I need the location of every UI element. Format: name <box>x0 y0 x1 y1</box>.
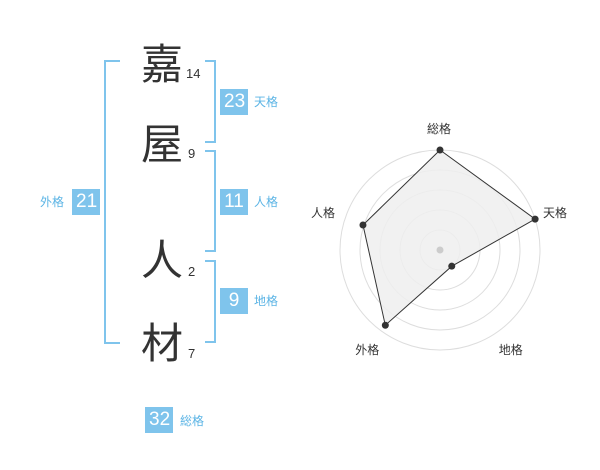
chikaku-bracket <box>205 260 216 343</box>
tenkaku-value: 23 <box>220 89 248 115</box>
stroke-count-4: 7 <box>188 346 196 361</box>
gaikaku-bracket <box>104 60 120 344</box>
radar-polygon <box>362 149 537 327</box>
radar-axis-label: 総格 <box>427 122 452 136</box>
name-char-1: 嘉 <box>141 40 184 89</box>
chikaku-label: 地格 <box>254 294 279 308</box>
radar-point <box>448 262 456 270</box>
stroke-count-3: 2 <box>188 264 196 279</box>
tenkaku-bracket <box>205 60 216 143</box>
name-char-3: 人 <box>141 236 184 285</box>
radar-center-dot <box>436 246 444 254</box>
radar-axis-label: 天格 <box>543 206 568 221</box>
radar-axis-label: 地格 <box>498 342 523 357</box>
gaikaku-label: 外格 <box>40 195 65 209</box>
name-char-4: 材 <box>141 319 184 368</box>
radar-point <box>359 221 367 229</box>
tenkaku-label: 天格 <box>254 95 279 109</box>
radar-point <box>436 146 444 154</box>
soukaku-value: 32 <box>145 407 173 433</box>
radar-axis-label: 外格 <box>355 342 380 357</box>
stroke-count-1: 14 <box>186 66 201 81</box>
radar-point <box>531 215 539 223</box>
soukaku-label: 総格 <box>180 414 205 428</box>
jinkaku-bracket <box>205 150 216 252</box>
jinkaku-value: 11 <box>220 189 248 215</box>
gaikaku-value: 21 <box>72 189 100 215</box>
stroke-count-2: 9 <box>188 146 196 161</box>
name-char-2: 屋 <box>141 120 184 169</box>
radar-point <box>381 321 389 329</box>
radar-axis-label: 人格 <box>310 206 335 221</box>
jinkaku-label: 人格 <box>254 195 279 209</box>
chikaku-value: 9 <box>220 288 248 314</box>
